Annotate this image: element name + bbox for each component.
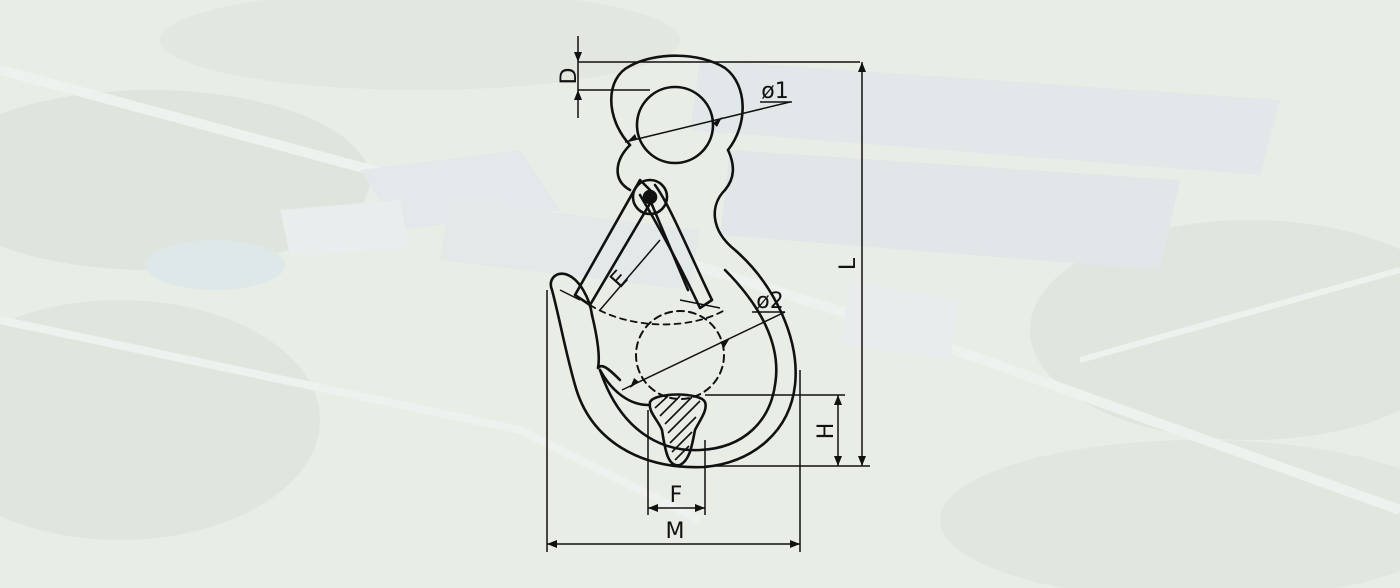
hook-inner-saddle (598, 268, 778, 452)
arrow-f-right (695, 504, 705, 512)
label-phi1: ø1 (761, 79, 788, 104)
dim-e-line (599, 239, 661, 311)
arrow-phi2-left (630, 378, 639, 388)
arrow-h-bottom (834, 456, 842, 466)
dim-e-ext-left (559, 289, 581, 301)
arrow-l-top (858, 62, 866, 72)
arrow-d-top (574, 52, 582, 62)
label-m: M (666, 519, 685, 544)
latch-pivot-outer (631, 178, 669, 216)
label-f: F (670, 483, 683, 508)
arrow-phi1-right (713, 117, 722, 127)
label-h: H (814, 423, 839, 440)
arrow-l-bottom (858, 456, 866, 466)
eye-outer-outline (610, 54, 744, 152)
eye-inner-circle (635, 85, 715, 165)
arrow-phi1-left (627, 134, 637, 142)
dim-phi2-leader (621, 311, 786, 391)
arrow-phi2-right (720, 338, 730, 348)
label-l: L (836, 257, 861, 270)
hook-neck-outline (616, 143, 632, 192)
arrow-m-right (790, 540, 800, 548)
arrow-d-bottom (574, 90, 582, 100)
dim-e-ext-right (679, 299, 721, 309)
arrow-h-top (834, 395, 842, 405)
dim-phi1-leader (624, 101, 791, 143)
latch-travel-dashed (589, 304, 726, 326)
hook-throat-outline (598, 368, 650, 407)
label-phi2: ø2 (756, 289, 783, 314)
arrow-m-left (547, 540, 557, 548)
section-hatching (654, 395, 701, 461)
label-d: D (557, 68, 582, 85)
load-circle-dashed (635, 310, 725, 400)
hook-tip-inner (590, 313, 622, 382)
latch-pivot-pin (642, 189, 658, 205)
latch-spring (648, 198, 690, 292)
arrow-f-left (648, 504, 658, 512)
section-outline (648, 393, 707, 467)
latch-arm (638, 183, 714, 310)
